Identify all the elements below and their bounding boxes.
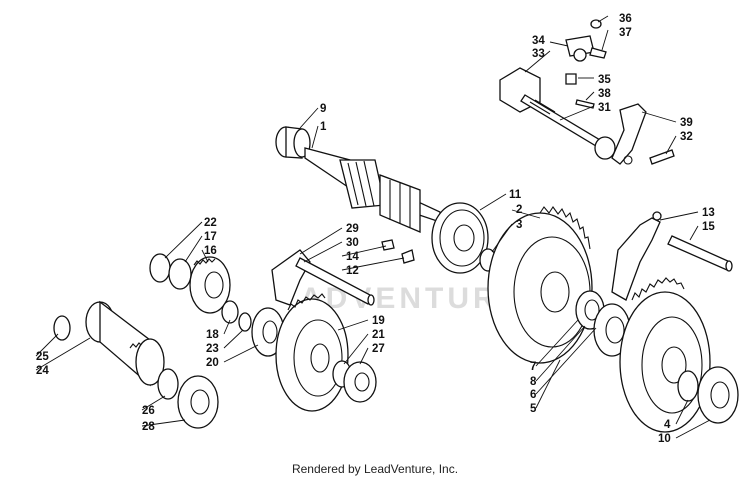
thrust-washer-4 bbox=[677, 370, 699, 402]
bearing-10 bbox=[697, 366, 739, 424]
ring-23 bbox=[238, 312, 252, 332]
gear-16 bbox=[189, 256, 231, 314]
callout-33: 33 bbox=[532, 48, 545, 60]
callout-15: 15 bbox=[702, 221, 715, 233]
callout-22: 22 bbox=[204, 217, 217, 229]
bearing-11 bbox=[431, 202, 489, 274]
callout-17: 17 bbox=[204, 231, 217, 243]
bearing-28 bbox=[177, 375, 219, 429]
clip-12 bbox=[401, 249, 415, 264]
callout-9: 9 bbox=[320, 103, 326, 115]
reverse-gear bbox=[619, 277, 711, 433]
callout-18: 18 bbox=[206, 329, 219, 341]
callout-27: 27 bbox=[372, 343, 385, 355]
callout-11: 11 bbox=[509, 189, 522, 201]
callout-35: 35 bbox=[598, 74, 611, 86]
main-shaft bbox=[275, 126, 441, 233]
callout-12: 12 bbox=[346, 265, 359, 277]
callout-2: 2 bbox=[516, 204, 522, 216]
bearing-27 bbox=[343, 361, 377, 403]
callout-31: 31 bbox=[598, 102, 611, 114]
callout-labels: 9 1 34 33 36 37 35 38 31 39 32 11 2 3 13… bbox=[36, 13, 715, 445]
callout-14: 14 bbox=[346, 251, 359, 263]
leader-lines bbox=[35, 15, 711, 439]
callout-29: 29 bbox=[346, 223, 359, 235]
callout-4: 4 bbox=[664, 419, 671, 431]
callout-19: 19 bbox=[372, 315, 385, 327]
callout-37: 37 bbox=[619, 27, 632, 39]
fork-shaft-12 bbox=[295, 257, 375, 306]
collar-39 bbox=[594, 136, 616, 160]
callout-32: 32 bbox=[680, 131, 693, 143]
shift-arm-39 bbox=[611, 103, 647, 165]
callout-8: 8 bbox=[530, 376, 537, 388]
callout-36: 36 bbox=[619, 13, 632, 25]
bolt-32 bbox=[649, 149, 675, 165]
callout-16: 16 bbox=[204, 245, 217, 257]
callout-25: 25 bbox=[36, 351, 49, 363]
callout-3: 3 bbox=[516, 219, 522, 231]
callout-6: 6 bbox=[530, 389, 536, 401]
callout-38: 38 bbox=[598, 88, 611, 100]
callout-23: 23 bbox=[206, 343, 219, 355]
spring-35 bbox=[565, 73, 577, 85]
pin-38 bbox=[575, 99, 595, 109]
shift-fork-13 bbox=[611, 211, 662, 301]
pin-14 bbox=[381, 239, 395, 251]
callout-1: 1 bbox=[320, 121, 327, 133]
shift-shaft-31 bbox=[499, 67, 601, 147]
fork-shaft-15 bbox=[667, 235, 733, 272]
callout-34: 34 bbox=[532, 35, 545, 47]
callout-20: 20 bbox=[206, 357, 219, 369]
callout-5: 5 bbox=[530, 403, 537, 415]
gear-19 bbox=[275, 293, 349, 412]
callout-30: 30 bbox=[346, 237, 359, 249]
washer-25 bbox=[53, 315, 71, 341]
callout-21: 21 bbox=[372, 329, 385, 341]
countershaft-24 bbox=[85, 300, 165, 387]
footer-credit: Rendered by LeadVenture, Inc. bbox=[291, 462, 459, 476]
ring-26 bbox=[157, 368, 179, 400]
washer-18 bbox=[221, 300, 239, 324]
shift-lever-34 bbox=[565, 35, 595, 62]
large-gear-2 bbox=[487, 206, 593, 364]
callout-10: 10 bbox=[658, 433, 671, 445]
callout-28: 28 bbox=[142, 421, 155, 433]
callout-39: 39 bbox=[680, 117, 693, 129]
callout-24: 24 bbox=[36, 365, 49, 377]
callout-7: 7 bbox=[530, 361, 536, 373]
callout-13: 13 bbox=[702, 207, 715, 219]
bearing-22 bbox=[149, 253, 192, 290]
bolt-37 bbox=[589, 47, 607, 59]
callout-26: 26 bbox=[142, 405, 155, 417]
